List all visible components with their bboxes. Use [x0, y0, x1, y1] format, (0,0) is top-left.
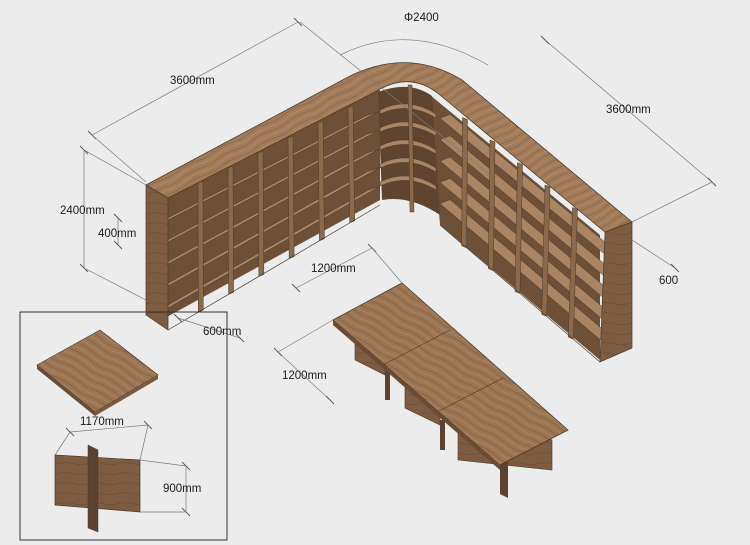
vertical-divider	[514, 162, 523, 294]
vertical-divider	[488, 139, 496, 272]
vertical-divider	[347, 105, 355, 224]
corner-shelf-boards	[379, 84, 437, 213]
left-length-label: 3600mm	[170, 75, 215, 87]
table-width-top-label: 1200mm	[311, 263, 356, 275]
vertical-divider	[287, 135, 295, 259]
table-width-side-label: 1200mm	[282, 370, 327, 382]
inset-table-top	[36, 329, 159, 413]
corner-shelf-board	[379, 157, 437, 173]
table-top	[332, 282, 569, 466]
table-dimensions	[273, 243, 403, 405]
left-dividers	[197, 105, 355, 313]
inset-height-label: 900mm	[163, 483, 202, 495]
left-end-panel	[145, 184, 169, 331]
vertical-divider	[541, 184, 551, 317]
right-dividers	[461, 117, 578, 340]
corner-shelf-board	[379, 103, 437, 119]
bookshelf	[145, 62, 633, 363]
vertical-divider	[568, 207, 578, 340]
diameter-label: Φ2400	[404, 12, 439, 24]
vertical-divider	[197, 180, 204, 313]
inset-width-label: 1170mm	[80, 416, 124, 428]
conference-table	[332, 282, 569, 498]
inset-detail	[19, 311, 228, 541]
left-depth-label: 600mm	[203, 326, 242, 338]
corner-shelf-board	[379, 121, 437, 137]
vertical-divider	[461, 117, 468, 249]
vertical-divider	[317, 120, 325, 242]
corner-shelf-board	[379, 175, 437, 191]
bookshelf-dimensions	[79, 17, 717, 343]
vertical-divider	[227, 165, 234, 295]
vertical-divider	[257, 150, 265, 277]
right-length-label: 3600mm	[606, 104, 651, 116]
height-label: 2400mm	[60, 205, 105, 217]
corner-shelf-board	[379, 139, 437, 155]
corner-divider	[407, 84, 415, 213]
right-depth-label: 600	[659, 275, 679, 287]
right-end-panel	[599, 221, 633, 363]
shelf-pitch-label: 400mm	[98, 228, 137, 240]
